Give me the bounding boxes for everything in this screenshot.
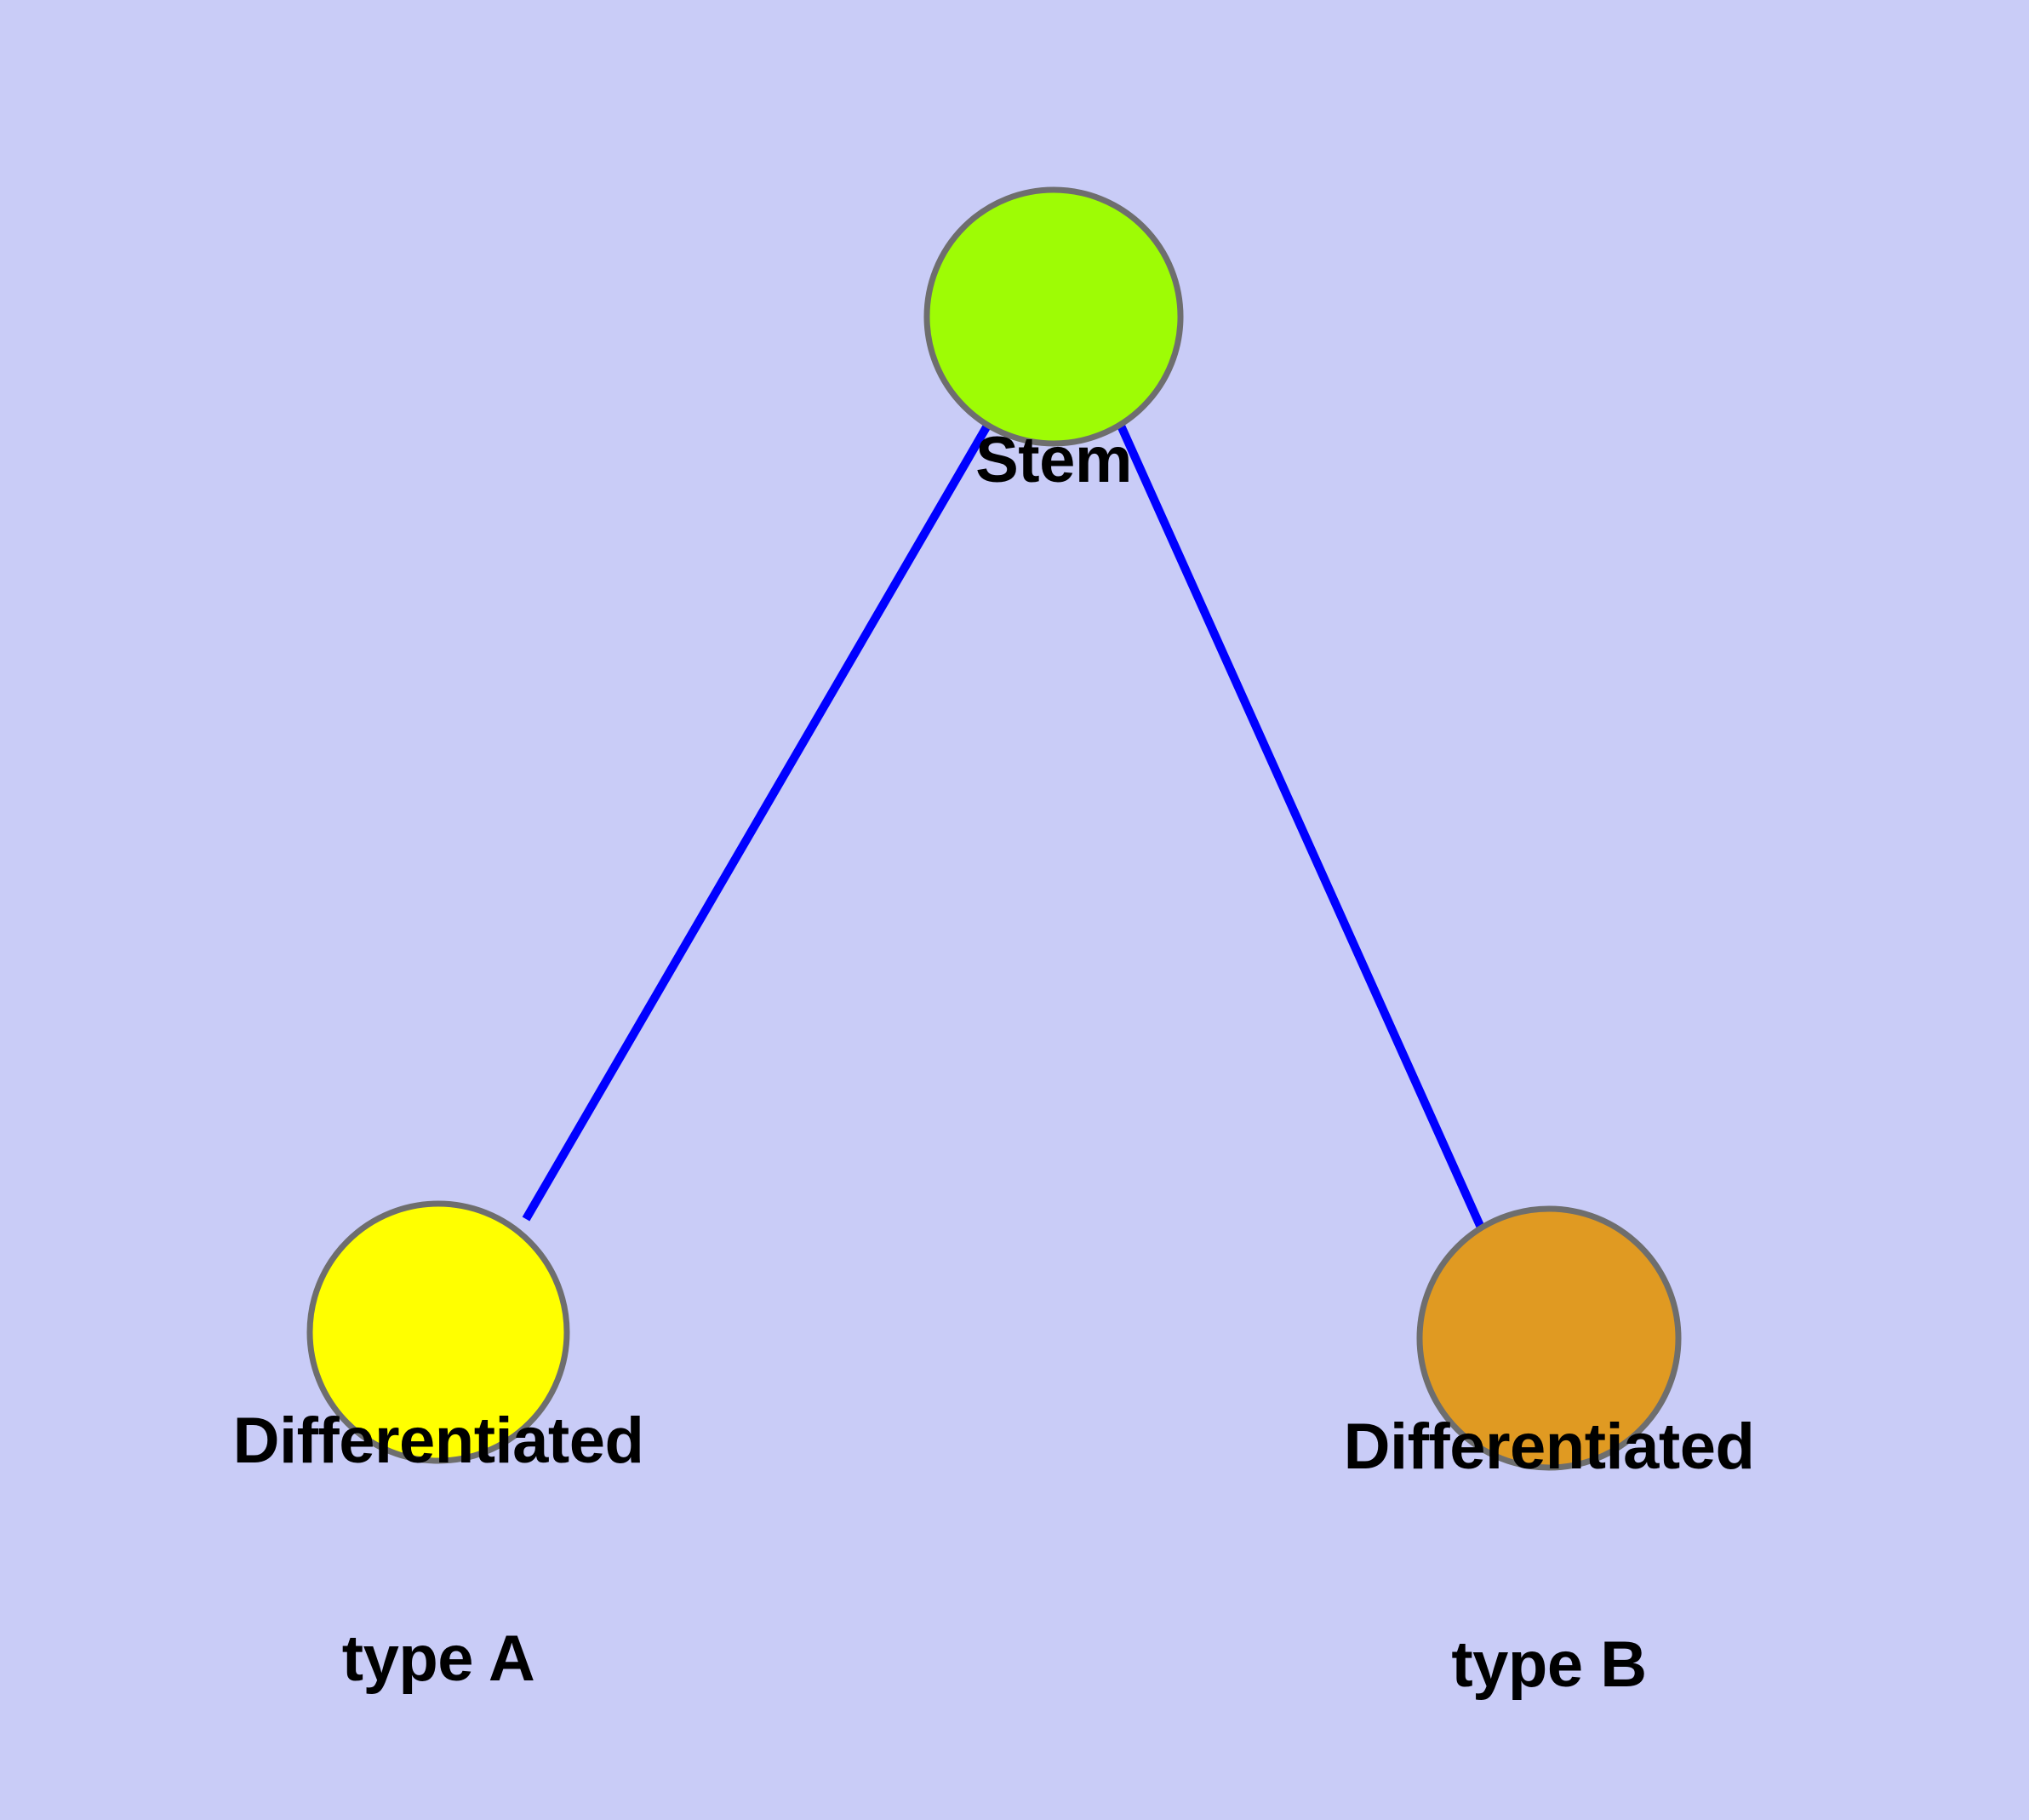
node-differentiated-type-a[interactable] (306, 1200, 570, 1464)
edge-stem-to-type-a[interactable] (522, 423, 992, 1222)
node-stem[interactable] (923, 186, 1184, 447)
edge-stem-to-type-b[interactable] (1117, 423, 1485, 1230)
node-differentiated-type-b[interactable] (1416, 1205, 1682, 1471)
